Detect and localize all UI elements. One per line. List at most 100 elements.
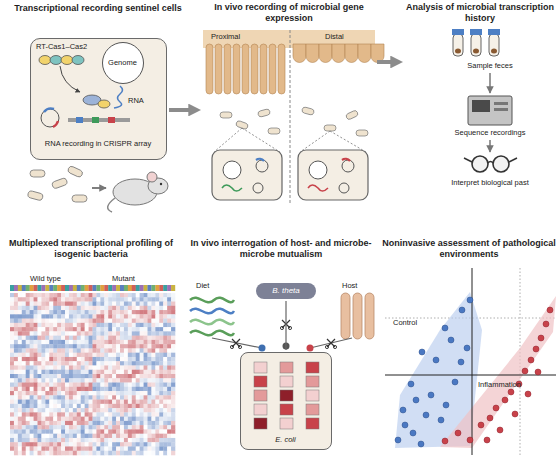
heatmap-cell — [49, 378, 53, 383]
heatmap-cell — [100, 302, 104, 307]
heatmap-cell — [148, 302, 152, 307]
mouse-ear — [147, 172, 157, 182]
heatmap-cell — [128, 353, 132, 358]
heatmap-cell — [163, 302, 167, 307]
box-caption: RNA recording in CRISPR array — [35, 139, 161, 148]
heatmap-cell — [45, 348, 49, 353]
heatmap-cell — [61, 293, 65, 298]
heatmap-cell — [81, 395, 85, 400]
heatmap-cell — [41, 434, 45, 439]
genotype-tick — [14, 285, 18, 291]
zoomed-cell — [298, 150, 368, 200]
heatmap-cell — [100, 412, 104, 417]
heatmap-cell — [30, 378, 34, 383]
heatmap-cell — [120, 336, 124, 341]
heatmap-cell — [120, 344, 124, 349]
sequencer-screen — [472, 100, 490, 112]
heatmap-cell — [61, 340, 65, 345]
heatmap-cell — [22, 319, 26, 324]
heatmap-cell — [144, 408, 148, 413]
heatmap-cell — [124, 302, 128, 307]
heatmap-cell — [132, 336, 136, 341]
heatmap-cell — [128, 442, 132, 447]
heatmap-cell — [112, 310, 116, 315]
villus — [233, 44, 240, 94]
heatmap-cell — [159, 319, 163, 324]
heatmap-cell — [163, 434, 167, 439]
heatmap-cell — [81, 327, 85, 332]
heatmap-cell — [151, 408, 155, 413]
heatmap-cell — [93, 353, 97, 358]
villus — [215, 44, 222, 94]
heatmap-cell — [151, 365, 155, 370]
heatmap-cell — [41, 391, 45, 396]
heatmap-cell — [45, 310, 49, 315]
heatmap-cell — [93, 297, 97, 302]
heatmap-cell — [151, 340, 155, 345]
heatmap-cell — [10, 314, 14, 319]
heatmap-cell — [26, 365, 30, 370]
data-point — [428, 392, 434, 398]
genotype-tick — [41, 285, 45, 291]
heatmap-cell — [155, 438, 159, 443]
heatmap-cell — [108, 302, 112, 307]
heatmap-cell — [108, 319, 112, 324]
heatmap-cell — [155, 400, 159, 405]
heatmap-cell — [22, 314, 26, 319]
heatmap-cell — [30, 438, 34, 443]
sequencer-slot — [494, 108, 508, 111]
heatmap-cell — [124, 451, 128, 456]
heatmap-cell — [14, 310, 18, 315]
heatmap-cell — [34, 327, 38, 332]
signal-dot — [283, 343, 290, 350]
heatmap-cell — [61, 412, 65, 417]
heatmap-cell — [136, 344, 140, 349]
flow-arrow — [489, 73, 491, 93]
heatmap-cell — [77, 340, 81, 345]
heatmap-cell — [93, 370, 97, 375]
scissors-handle — [280, 326, 283, 329]
heatmap-cell — [163, 404, 167, 409]
heatmap-cell — [85, 378, 89, 383]
heatmap-cell — [151, 451, 155, 456]
heatmap-cell — [14, 323, 18, 328]
heatmap-cell — [73, 306, 77, 311]
heatmap-cell — [155, 412, 159, 417]
heatmap-cell — [155, 336, 159, 341]
heatmap-cell — [77, 404, 81, 409]
heatmap-cell — [41, 306, 45, 311]
heatmap-cell — [73, 374, 77, 379]
genotype-tick — [120, 285, 124, 291]
heatmap-cell — [89, 412, 93, 417]
heatmap-cell — [132, 306, 136, 311]
heatmap-cell — [85, 331, 89, 336]
heatmap-cell — [61, 429, 65, 434]
heatmap-cell — [124, 446, 128, 451]
heatmap-cell — [49, 395, 53, 400]
heatmap-cell — [45, 408, 49, 413]
heatmap-cell — [85, 404, 89, 409]
heatmap-cell — [108, 395, 112, 400]
heatmap-cell — [89, 438, 93, 443]
heatmap-cell — [112, 344, 116, 349]
heatmap-cell — [171, 340, 175, 345]
heatmap-cell — [14, 302, 18, 307]
heatmap-cell — [81, 319, 85, 324]
heatmap-cell — [61, 425, 65, 430]
heatmap-cell — [49, 442, 53, 447]
sample-tube — [489, 34, 499, 56]
heatmap-cell — [73, 442, 77, 447]
heatmap-cell — [34, 331, 38, 336]
heatmap-cell — [124, 404, 128, 409]
heatmap-cell — [155, 404, 159, 409]
heatmap-cell — [104, 451, 108, 456]
heatmap-cell — [53, 442, 57, 447]
heatmap-cell — [155, 370, 159, 375]
heatmap-cell — [120, 357, 124, 362]
heatmap-cell — [10, 319, 14, 324]
heatmap-cell — [163, 395, 167, 400]
heatmap-cell — [104, 297, 108, 302]
heatmap-cell — [89, 353, 93, 358]
heatmap-cell — [65, 293, 69, 298]
heatmap-cell — [38, 374, 42, 379]
